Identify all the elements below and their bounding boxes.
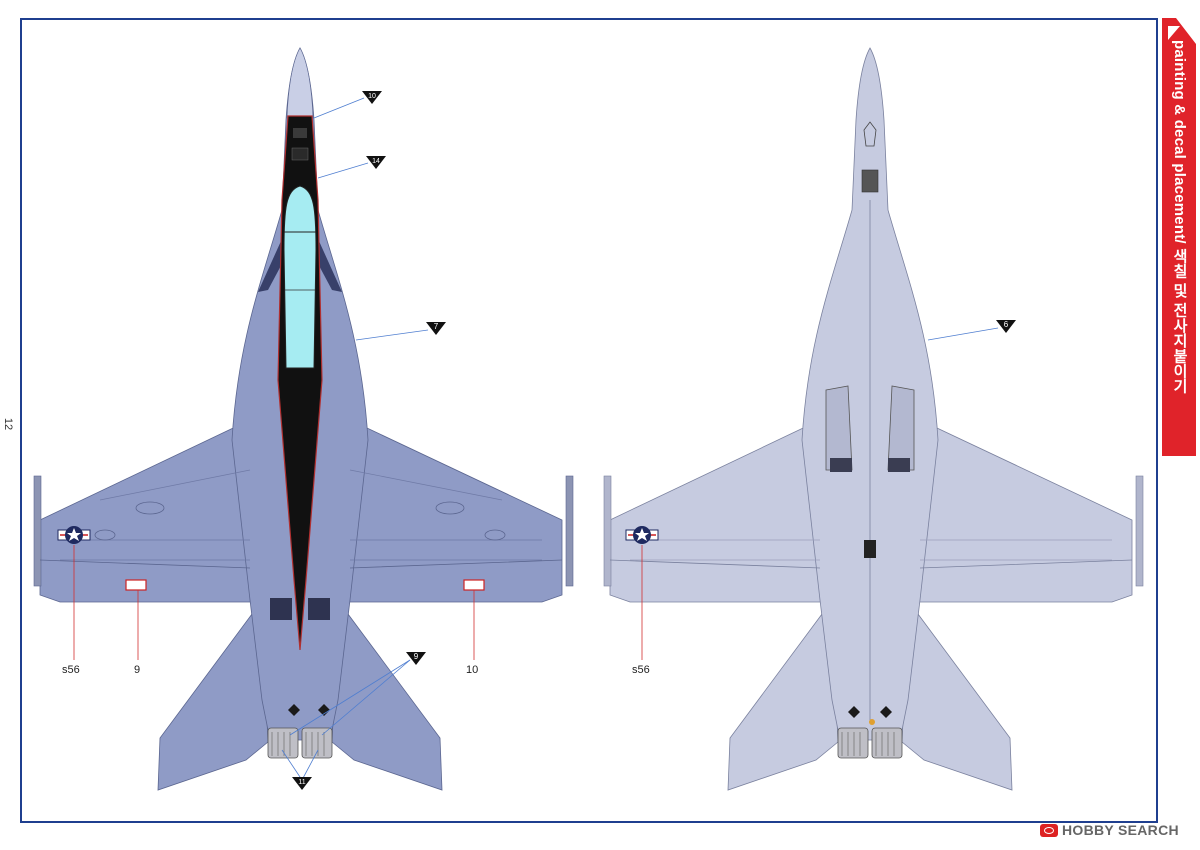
- decal-label-s56-top: s56: [62, 664, 80, 676]
- top-right-stabilizer: [331, 609, 443, 791]
- callout-num: 10: [368, 93, 376, 100]
- side-tab-shape: [1162, 18, 1196, 456]
- top-right-wing: [344, 419, 563, 603]
- callout-leaders: [281, 97, 999, 781]
- callout-num: 7: [434, 322, 439, 331]
- callout-num: 11: [298, 779, 305, 786]
- page-frame: [20, 18, 1158, 823]
- callout-marker-11: 11: [292, 777, 312, 790]
- bottom-view-aircraft: [603, 47, 1144, 791]
- callout-num: 9: [414, 652, 419, 661]
- bottom-left-stabilizer: [727, 609, 839, 791]
- callout-num: 14: [372, 158, 380, 165]
- side-tab-arrow-icon: [1168, 26, 1180, 40]
- bottom-national-insignia: [625, 526, 659, 544]
- watermark: HOBBY SEARCH: [1040, 822, 1179, 838]
- bottom-right-stabilizer: [901, 609, 1013, 791]
- top-left-stabilizer: [157, 609, 269, 791]
- top-left-wing: [39, 419, 256, 603]
- callout-marker-6: 6: [996, 320, 1016, 333]
- callout-marker-10: 10: [362, 91, 382, 104]
- callout-marker-14: 14: [366, 156, 386, 169]
- decal-label-s56-bottom: s56: [632, 664, 650, 676]
- top-view-aircraft: [33, 47, 574, 791]
- side-tab-title: painting & decal placement/ 색칠 및 전사지붙이기: [1171, 40, 1188, 394]
- bottom-right-wing: [914, 419, 1133, 603]
- top-national-insignia: [57, 526, 91, 544]
- decal-label-10: 10: [466, 664, 479, 676]
- decal-label-9: 9: [134, 664, 141, 676]
- hobby-search-logo-icon: [1040, 824, 1058, 837]
- top-canopy: [283, 185, 317, 369]
- watermark-text: HOBBY SEARCH: [1062, 822, 1179, 838]
- callout-num: 6: [1004, 320, 1009, 329]
- callout-marker-7: 7: [426, 322, 446, 335]
- callout-marker-9: 9: [406, 652, 426, 665]
